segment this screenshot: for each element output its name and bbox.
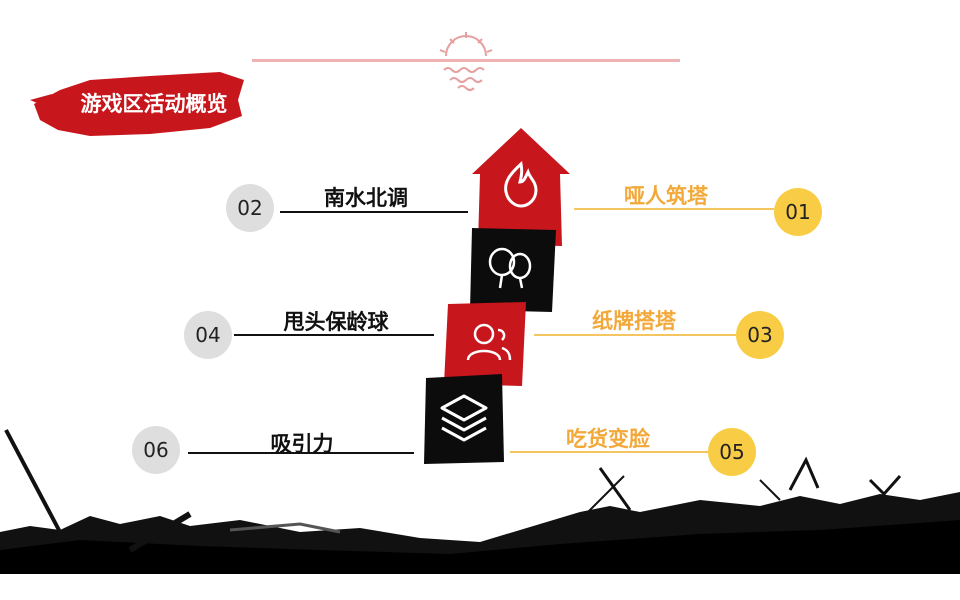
- number-badge-06: 06: [132, 426, 180, 474]
- layers-icon: [440, 394, 488, 442]
- sunrise-icon: [439, 32, 493, 91]
- layers-block: [424, 374, 504, 464]
- connector-line-06: [188, 452, 414, 454]
- number-badge-01: 01: [774, 188, 822, 236]
- number-badge-05: 05: [708, 428, 756, 476]
- connector-line-03: [534, 334, 736, 336]
- slide-title: 游戏区活动概览: [80, 92, 228, 116]
- activity-label-01: 哑人筑塔: [624, 184, 708, 208]
- users-block: [444, 302, 526, 386]
- ink-landscape-illustration: [0, 429, 960, 574]
- header-divider: [252, 59, 680, 62]
- connector-line-02: [280, 211, 468, 213]
- activity-label-05: 吃货变脸: [566, 427, 650, 451]
- arrow-block: [472, 128, 570, 246]
- activity-label-02: 南水北调: [324, 186, 408, 210]
- number-badge-02: 02: [226, 184, 274, 232]
- activity-label-04: 甩头保龄球: [283, 310, 389, 334]
- flame-icon: [504, 161, 538, 208]
- title-brush-banner: [30, 72, 244, 136]
- activity-label-03: 纸牌搭塔: [592, 309, 676, 333]
- balloons-icon: [488, 247, 532, 289]
- connector-line-04: [234, 334, 434, 336]
- users-icon: [466, 323, 512, 361]
- number-badge-03: 03: [736, 311, 784, 359]
- number-badge-04: 04: [184, 311, 232, 359]
- balloons-block: [470, 228, 556, 312]
- connector-line-05: [510, 451, 708, 453]
- connector-line-01: [574, 208, 774, 210]
